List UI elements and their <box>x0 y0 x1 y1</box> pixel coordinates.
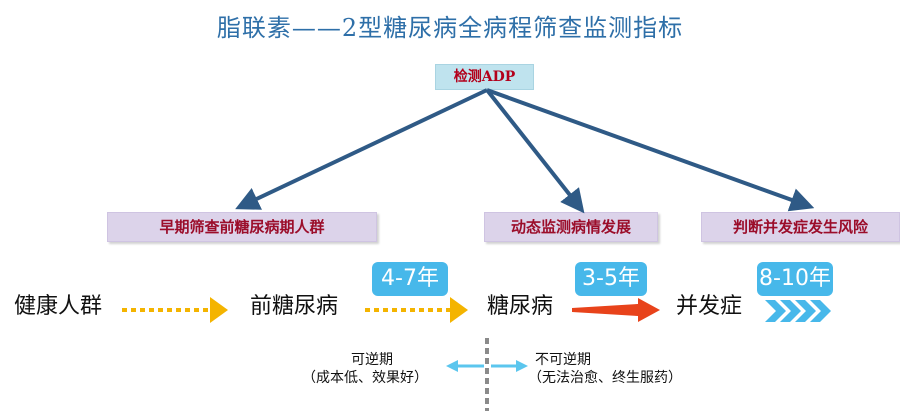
stage-prediabetes: 前糖尿病 <box>250 294 339 319</box>
left-arrow-head <box>446 360 458 372</box>
duration-badge-1: 4-7年 <box>372 262 448 296</box>
duration-badge-2: 3-5年 <box>575 262 647 296</box>
adp-test-box: 检测ADP <box>435 64 534 90</box>
dotted-arrow-2-head <box>450 297 468 323</box>
arrow-to-early-screening <box>235 88 488 210</box>
category-early-screening: 早期筛查前糖尿病期人群 <box>107 212 377 242</box>
right-arrow-head <box>516 360 528 372</box>
duration-badge-3: 8-10年 <box>757 262 833 296</box>
stage-healthy: 健康人群 <box>14 294 103 319</box>
irreversible-subtitle: （无法治愈、终生服药） <box>528 370 682 386</box>
stage-diabetes: 糖尿病 <box>487 294 554 319</box>
reversible-title: 可逆期 <box>351 352 393 368</box>
dotted-arrow-1-head <box>210 297 228 323</box>
arrow-to-complication-risk <box>486 88 815 212</box>
page-title: 脂联素——2型糖尿病全病程筛查监测指标 <box>216 14 684 42</box>
arrow-to-dynamic-monitoring <box>485 88 585 214</box>
irreversible-title: 不可逆期 <box>535 352 591 368</box>
stage-complications: 并发症 <box>676 294 743 319</box>
reversible-subtitle: （成本低、效果好） <box>302 370 428 386</box>
chevron-icons <box>765 300 831 322</box>
progression-arrow <box>572 298 660 322</box>
